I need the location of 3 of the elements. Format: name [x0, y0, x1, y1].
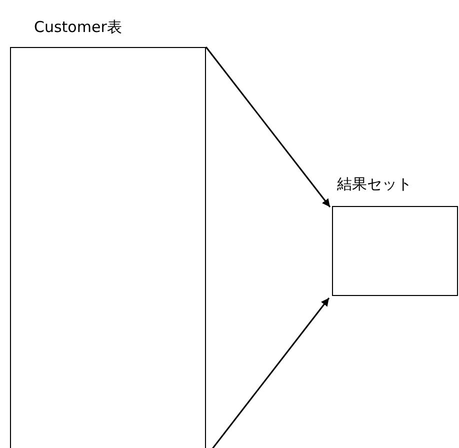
- arrow: [205, 46, 331, 208]
- table-heading: 結果セット: [337, 175, 412, 193]
- table-heading: Customer表: [34, 18, 122, 36]
